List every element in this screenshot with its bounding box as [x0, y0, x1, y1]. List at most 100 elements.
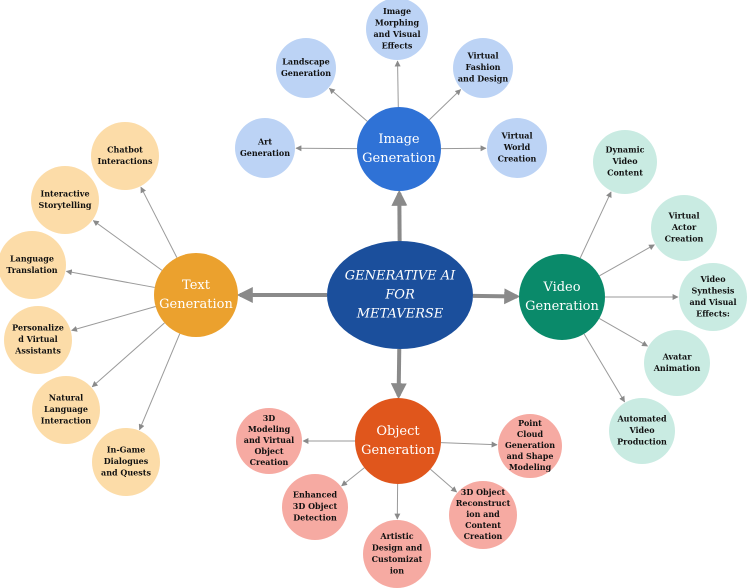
leaf-connector-image [328, 87, 368, 122]
leaf-connector-object [341, 467, 365, 487]
leaf-circle [92, 428, 160, 496]
leaf-label-line: and Shape [507, 451, 554, 461]
leaf-circle [276, 38, 336, 98]
leaf-label-line: Video [699, 274, 726, 284]
leaf-label-line: Fashion [466, 62, 501, 72]
leaf-label-line: Modeling [248, 424, 291, 434]
leaf-label-line: Storytelling [39, 200, 92, 210]
leaf-connector-video [599, 244, 655, 277]
leaf-label-line: Natural [49, 393, 83, 403]
leaf-label-line: ion and [466, 509, 500, 519]
leaf-circle [31, 166, 99, 234]
leaf-circle [449, 481, 517, 549]
leaf-label-line: Synthesis [692, 285, 735, 295]
leaf-label-line: and Quests [101, 468, 151, 478]
leaf-label-line: Language [10, 253, 54, 263]
leaf-label-line: Production [617, 437, 667, 447]
leaf-label-line: Creation [498, 154, 537, 164]
leaf-circle [651, 195, 717, 261]
leaf-label-line: Virtual [500, 131, 532, 141]
center-ellipse [327, 241, 473, 349]
leaf-label-line: Generation [505, 440, 555, 450]
leaf-label-line: Modeling [509, 462, 552, 472]
leaf-label-line: Detection [293, 513, 337, 523]
leaf-circle [679, 263, 747, 331]
leaf-label-line: and Virtual [244, 435, 294, 445]
leaf-connector-image [428, 89, 462, 121]
leaf-label-line: Reconstruct [456, 498, 511, 508]
leaf-label-line: Interactions [97, 156, 153, 166]
leaf-label-line: Creation [665, 234, 704, 244]
leaf-connector-text [138, 333, 181, 431]
leaf-label-line: Content [465, 520, 501, 530]
leaf-connector-text [71, 306, 156, 332]
leaf-circle [366, 0, 428, 60]
center-label-line: FOR [384, 288, 415, 303]
leaf-label-line: Avatar [662, 351, 693, 361]
hub-label-line: Generation [362, 151, 436, 166]
hub-label-line: Generation [525, 299, 599, 314]
leaf-label-line: Creation [250, 457, 289, 467]
leaf-label-line: Video [628, 425, 655, 435]
leaf-connector-image [394, 60, 401, 108]
leaf-label-line: Point [518, 418, 542, 428]
leaf-label-line: Video [611, 156, 638, 166]
leaf-circle [32, 376, 100, 444]
leaf-label-line: Interactive [40, 188, 89, 198]
leaf-circle [453, 38, 513, 98]
leaf-label-line: In-Game [107, 445, 145, 455]
leaf-connector-video [599, 317, 649, 347]
leaf-label-line: Assistants [14, 346, 61, 356]
leaf-label-line: Personalize [12, 323, 64, 333]
leaf-label-line: Generation [240, 148, 290, 158]
leaf-label-line: and Design [458, 74, 509, 84]
hub-circle [355, 398, 441, 484]
leaf-label-line: Art [257, 136, 272, 146]
leaf-label-line: Translation [6, 265, 57, 275]
leaf-label-line: and Visual [373, 29, 420, 39]
hub-label-line: Image [378, 132, 420, 147]
hub-label-line: Generation [361, 443, 435, 458]
leaf-circle [363, 520, 431, 588]
leaf-label-line: Design and [372, 542, 423, 552]
leaf-label-line: Animation [653, 363, 701, 373]
leaf-label-line: 3D Object [461, 487, 506, 497]
leaf-label-line: Interaction [41, 416, 92, 426]
leaf-circle [498, 414, 562, 478]
leaf-label-line: Effects: [696, 308, 730, 318]
